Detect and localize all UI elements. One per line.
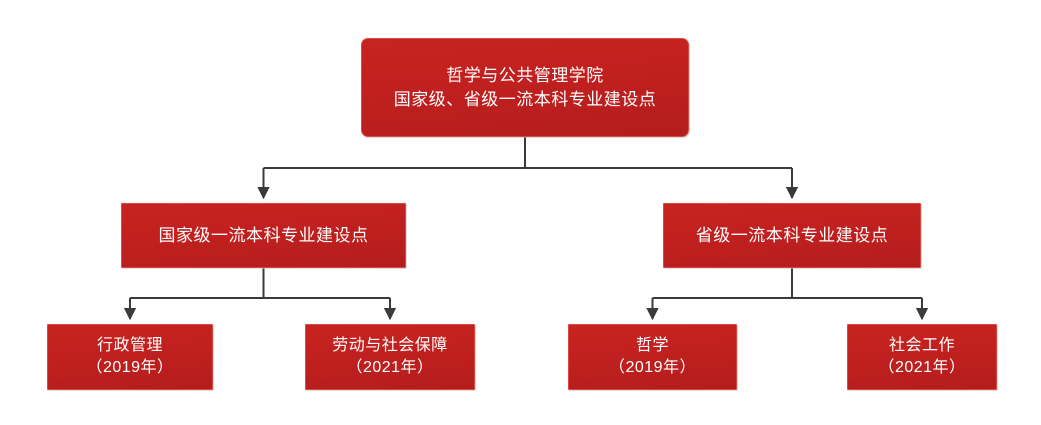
node-leaf-social-work[interactable]: 社会工作 （2021年） (847, 324, 997, 390)
node-leaf-social-work-label: 社会工作 （2021年） (878, 337, 966, 376)
node-branch-provincial[interactable]: 省级一流本科专业建设点 (663, 203, 921, 268)
node-branch-national-label: 国家级一流本科专业建设点 (158, 225, 369, 245)
node-root[interactable]: 哲学与公共管理学院 国家级、省级一流本科专业建设点 (361, 38, 689, 137)
node-branch-provincial-label: 省级一流本科专业建设点 (695, 225, 889, 245)
node-leaf-public-administration-label: 行政管理 （2019年） (86, 337, 174, 376)
node-leaf-labor-social-security[interactable]: 劳动与社会保障 （2021年） (305, 324, 475, 390)
node-root-label: 哲学与公共管理学院 国家级、省级一流本科专业建设点 (393, 66, 657, 109)
node-branch-national[interactable]: 国家级一流本科专业建设点 (121, 203, 406, 268)
node-leaf-labor-social-security-label: 劳动与社会保障 （2021年） (332, 337, 448, 376)
node-leaf-philosophy-label: 哲学 （2019年） (608, 337, 697, 376)
node-leaf-philosophy[interactable]: 哲学 （2019年） (568, 324, 737, 390)
node-leaf-public-administration[interactable]: 行政管理 （2019年） (47, 324, 213, 390)
